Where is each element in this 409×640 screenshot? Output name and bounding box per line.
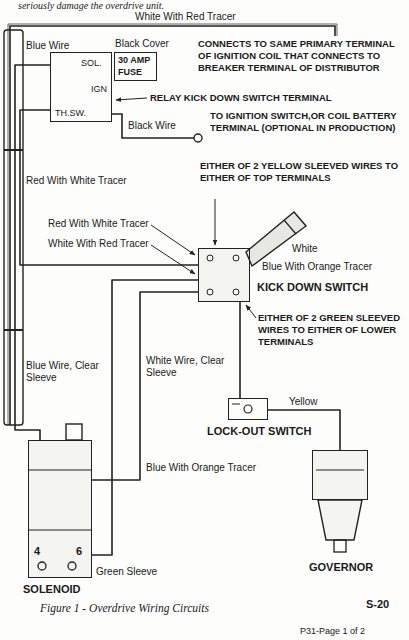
solenoid-fill [28,440,92,578]
relay-box: SOL. IGN TH.SW. [50,52,112,122]
black-wire [112,114,194,138]
wire-label: Black Wire [128,120,176,132]
governor-flange [316,470,364,471]
note-text: seriously damage the overdrive unit. [18,0,164,12]
fuse-rating: 30 AMP FUSE [118,54,154,78]
wire-label: Yellow [288,396,319,408]
leader-line [246,305,256,318]
wire-label: Green Sleeve [96,566,157,578]
terminal-name: TH.SW. [55,107,86,119]
governor-fill [312,450,368,500]
wire-label: White Wire, Clear Sleeve [146,355,234,379]
leader-line [151,245,195,274]
wire-connector [92,292,198,480]
note-text: RELAY KICK DOWN SWITCH TERMINAL [150,92,332,104]
leader-line [215,199,216,245]
wire-label: White With Red Tracer [48,238,149,250]
wire-label: Red With White Tracer [48,218,149,230]
wire-label: Red With White Tracer [26,175,127,187]
note-text: EITHER OF 2 YELLOW SLEEVED WIRES TO EITH… [200,160,400,184]
governor: GOVERNOR [312,450,368,500]
terminal-screw [233,255,239,261]
lockout-switch: LOCK-OUT SWITCH [228,398,268,420]
note-text: TO IGNITION SWITCH,OR COIL BATTERY TERMI… [210,110,405,134]
callout-number: 4 [34,545,40,557]
leader-line [116,98,147,100]
callout-number: 6 [76,545,82,557]
terminal-4 [38,562,46,570]
kickdown-switch: KICK DOWN SWITCH [198,248,250,302]
solenoid-band [28,470,92,471]
switch-body-fill [198,248,250,302]
wire-label: Blue With Orange Tracer [146,462,256,474]
page-number: P31-Page 1 of 2 [300,625,365,637]
terminal-name: SOL. [81,57,102,69]
wire-connector [20,110,198,265]
wire-connector [92,280,198,555]
coil-wire-edge [8,24,337,425]
terminal-screw [207,289,213,295]
page-code: S-20 [366,598,389,610]
wire-label: Blue Wire [26,40,69,52]
leader-line [151,225,195,255]
coil-wire [10,26,335,425]
switch-plunger [246,212,306,266]
solenoid-plunger [66,424,82,440]
solenoid-band [28,530,92,531]
harness-tape [4,329,23,331]
note-text: EITHER OF 2 GREEN SLEEVED WIRES TO EITHE… [258,312,404,348]
part-name: KICK DOWN SWITCH [257,281,368,293]
part-name: SOLENOID [23,583,80,595]
lockout-detail [232,404,240,405]
wire-connector [239,302,241,398]
wire-label: White With Red Tracer [135,11,236,23]
part-name: Black Cover [115,38,169,50]
terminal-6 [68,562,76,570]
wire-label: White [292,243,318,255]
part-name: LOCK-OUT SWITCH [207,425,311,437]
lockout-terminal [244,405,252,413]
wire-label: Blue With Orange Tracer [262,261,372,273]
terminal-screw [233,289,239,295]
governor-body [318,500,362,540]
solenoid: SOLENOID [28,440,92,578]
figure-caption: Figure 1 - Overdrive Wiring Circuits [40,602,209,615]
fuse-cover: Black Cover30 AMP FUSE [114,52,157,81]
note-text: CONNECTS TO SAME PRIMARY TERMINAL OF IGN… [198,38,403,74]
governor-shaft [334,540,346,552]
terminal-name: IGN [91,83,107,95]
terminal-screw [207,255,213,261]
ring-terminal [194,134,202,142]
wire-label: Blue Wire, Clear Sleeve [26,360,106,384]
part-name: GOVERNOR [309,561,373,573]
plunger-ring [284,220,296,234]
